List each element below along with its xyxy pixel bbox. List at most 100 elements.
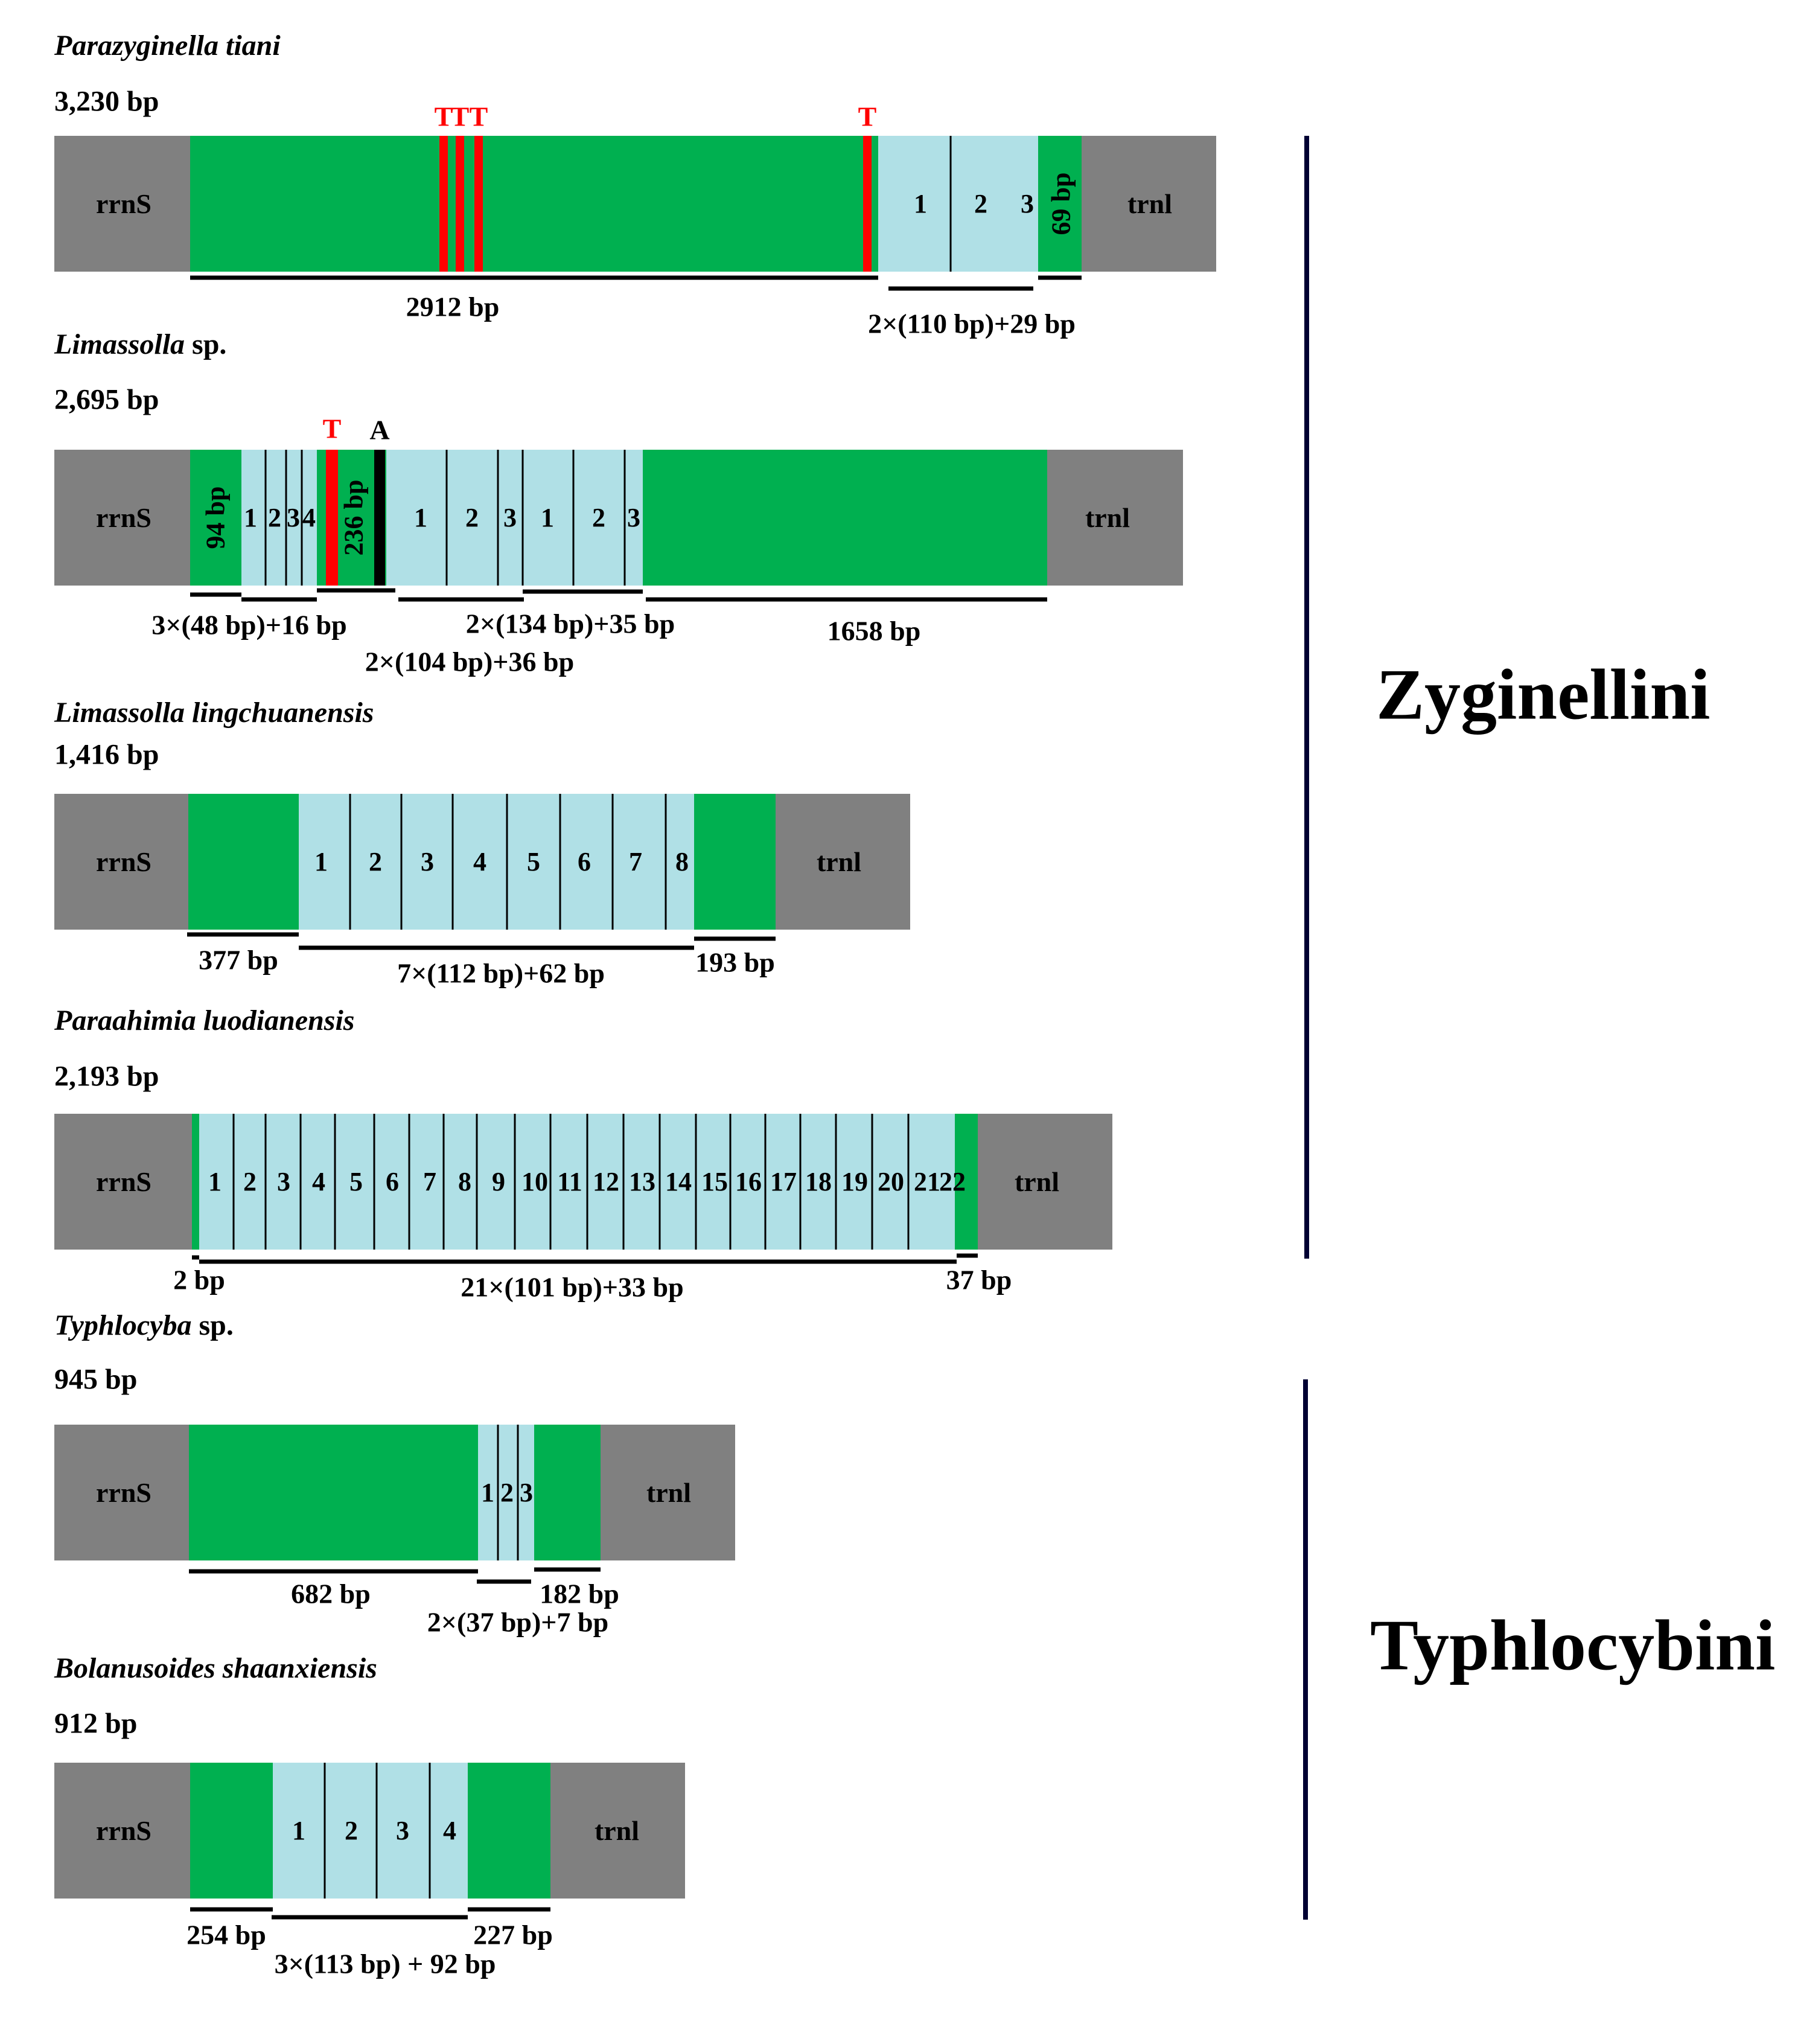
taxon-name: Parazyginella tiani [54, 30, 281, 62]
flank-region [54, 794, 188, 930]
taxon-name: Paraahimia luodianensis [54, 1004, 354, 1036]
repeat-unit-label: 2 [243, 1167, 257, 1196]
repeat-unit-label: 1 [414, 503, 427, 532]
flank-region [54, 450, 190, 586]
repeat-unit-label: 7 [423, 1167, 436, 1196]
taxon-row-4: Paraahimia luodianensis 2,193 bp rrnS trnl 1… [54, 1004, 1112, 1303]
repeat-unit-label: 16 [735, 1167, 762, 1196]
taxon-name-italic: Bolanusoides shaanxiensis [54, 1652, 377, 1684]
unique-region [192, 1114, 199, 1250]
mutation-label: T [470, 101, 488, 132]
segment-label: 682 bp [291, 1579, 371, 1609]
flank-label-rrns: rrnS [96, 846, 151, 877]
repeat-unit-label: 3 [520, 1478, 533, 1507]
taxon-name: Bolanusoides shaanxiensis [54, 1652, 377, 1684]
segment-label: 7×(112 bp)+62 bp [397, 958, 605, 989]
unique-region [189, 1425, 478, 1560]
segment-label: 377 bp [199, 945, 278, 976]
repeat-region [241, 450, 317, 586]
repeat-unit-label: 1 [541, 503, 554, 532]
repeat-unit-label: 11 [557, 1167, 582, 1196]
repeat-unit-label: 6 [386, 1167, 399, 1196]
repeat-unit-label: 3 [1021, 189, 1034, 219]
flank-label-trnl: trnl [1085, 502, 1130, 533]
segment-label: 37 bp [946, 1265, 1012, 1295]
repeat-region [273, 1763, 468, 1899]
taxon-name-italic: Limassolla [54, 328, 185, 360]
taxon-name-suffix: sp. [185, 328, 226, 360]
repeat-region [1017, 136, 1038, 272]
mutation-label: A [369, 415, 389, 446]
rotated-length-label: 69 bp [1047, 173, 1076, 235]
mutation-label: T [858, 101, 877, 132]
segment-label: 2×(110 bp)+29 bp [868, 308, 1076, 339]
repeat-unit-label: 4 [473, 847, 486, 877]
mutation-label: T [435, 101, 453, 132]
mutation-label: T [451, 101, 470, 132]
taxon-name-italic: Typhlocyba [54, 1309, 191, 1341]
mutation-bar [439, 136, 448, 272]
total-length: 2,695 bp [54, 384, 159, 416]
flank-region [54, 1763, 190, 1899]
flank-region [776, 794, 910, 930]
segment-label: 182 bp [540, 1579, 619, 1609]
unique-region [190, 1763, 273, 1899]
repeat-unit-label: 19 [841, 1167, 868, 1196]
rotated-length-label: 94 bp [201, 487, 231, 549]
flank-region [1082, 136, 1216, 272]
flank-label-rrns: rrnS [96, 188, 151, 219]
flank-region [54, 1114, 192, 1250]
repeat-unit-label: 4 [312, 1167, 325, 1196]
repeat-unit-label: 3 [277, 1167, 290, 1196]
repeat-unit-label: 1 [314, 847, 328, 877]
repeat-unit-label: 22 [939, 1167, 966, 1196]
repeat-unit-label: 2 [592, 503, 605, 532]
taxon-name: Limassolla lingchuanensis [54, 697, 374, 729]
flank-label-rrns: rrnS [96, 1477, 151, 1508]
repeat-unit-label: 1 [244, 503, 257, 532]
unique-region [534, 1425, 601, 1560]
repeat-unit-label: 2 [268, 503, 281, 532]
rotated-length-label: 236 bp [339, 480, 369, 556]
unique-region [190, 450, 241, 586]
repeat-unit-label: 2 [974, 189, 987, 219]
repeat-unit-label: 10 [521, 1167, 548, 1196]
repeat-unit-label: 2 [345, 1816, 358, 1845]
repeat-unit-label: 8 [458, 1167, 471, 1196]
repeat-unit-label: 6 [578, 847, 591, 877]
total-length: 3,230 bp [54, 86, 159, 118]
repeat-unit-label: 3 [396, 1816, 409, 1845]
total-length: 2,193 bp [54, 1061, 159, 1093]
segment-label: 193 bp [695, 947, 775, 978]
repeat-unit-label: 1 [481, 1478, 494, 1507]
repeat-unit-label: 1 [208, 1167, 222, 1196]
total-length: 945 bp [54, 1364, 137, 1396]
repeat-unit-label: 2 [369, 847, 382, 877]
taxon-name-italic: Paraahimia luodianensis [54, 1004, 354, 1036]
segment-label: 2912 bp [406, 292, 500, 322]
mutation-bar [374, 450, 385, 586]
flank-label-trnl: trnl [1015, 1166, 1059, 1197]
repeat-region [386, 450, 643, 586]
mutation-bar [456, 136, 464, 272]
repeat-unit-label: 3 [503, 503, 517, 532]
repeat-unit-label: 13 [629, 1167, 655, 1196]
repeat-unit-label: 3 [287, 503, 300, 532]
flank-label-rrns: rrnS [96, 502, 151, 533]
flank-label-rrns: rrnS [96, 1166, 151, 1197]
segment-label: 2×(134 bp)+35 bp [466, 608, 675, 639]
flank-region [54, 136, 190, 272]
total-length: 912 bp [54, 1708, 137, 1740]
taxon-name-suffix: sp. [191, 1309, 233, 1341]
unique-region [468, 1763, 550, 1899]
segment-label: 21×(101 bp)+33 bp [461, 1272, 683, 1303]
flank-label-trnl: trnl [817, 846, 861, 877]
unique-region [188, 794, 299, 930]
repeat-unit-label: 15 [701, 1167, 728, 1196]
